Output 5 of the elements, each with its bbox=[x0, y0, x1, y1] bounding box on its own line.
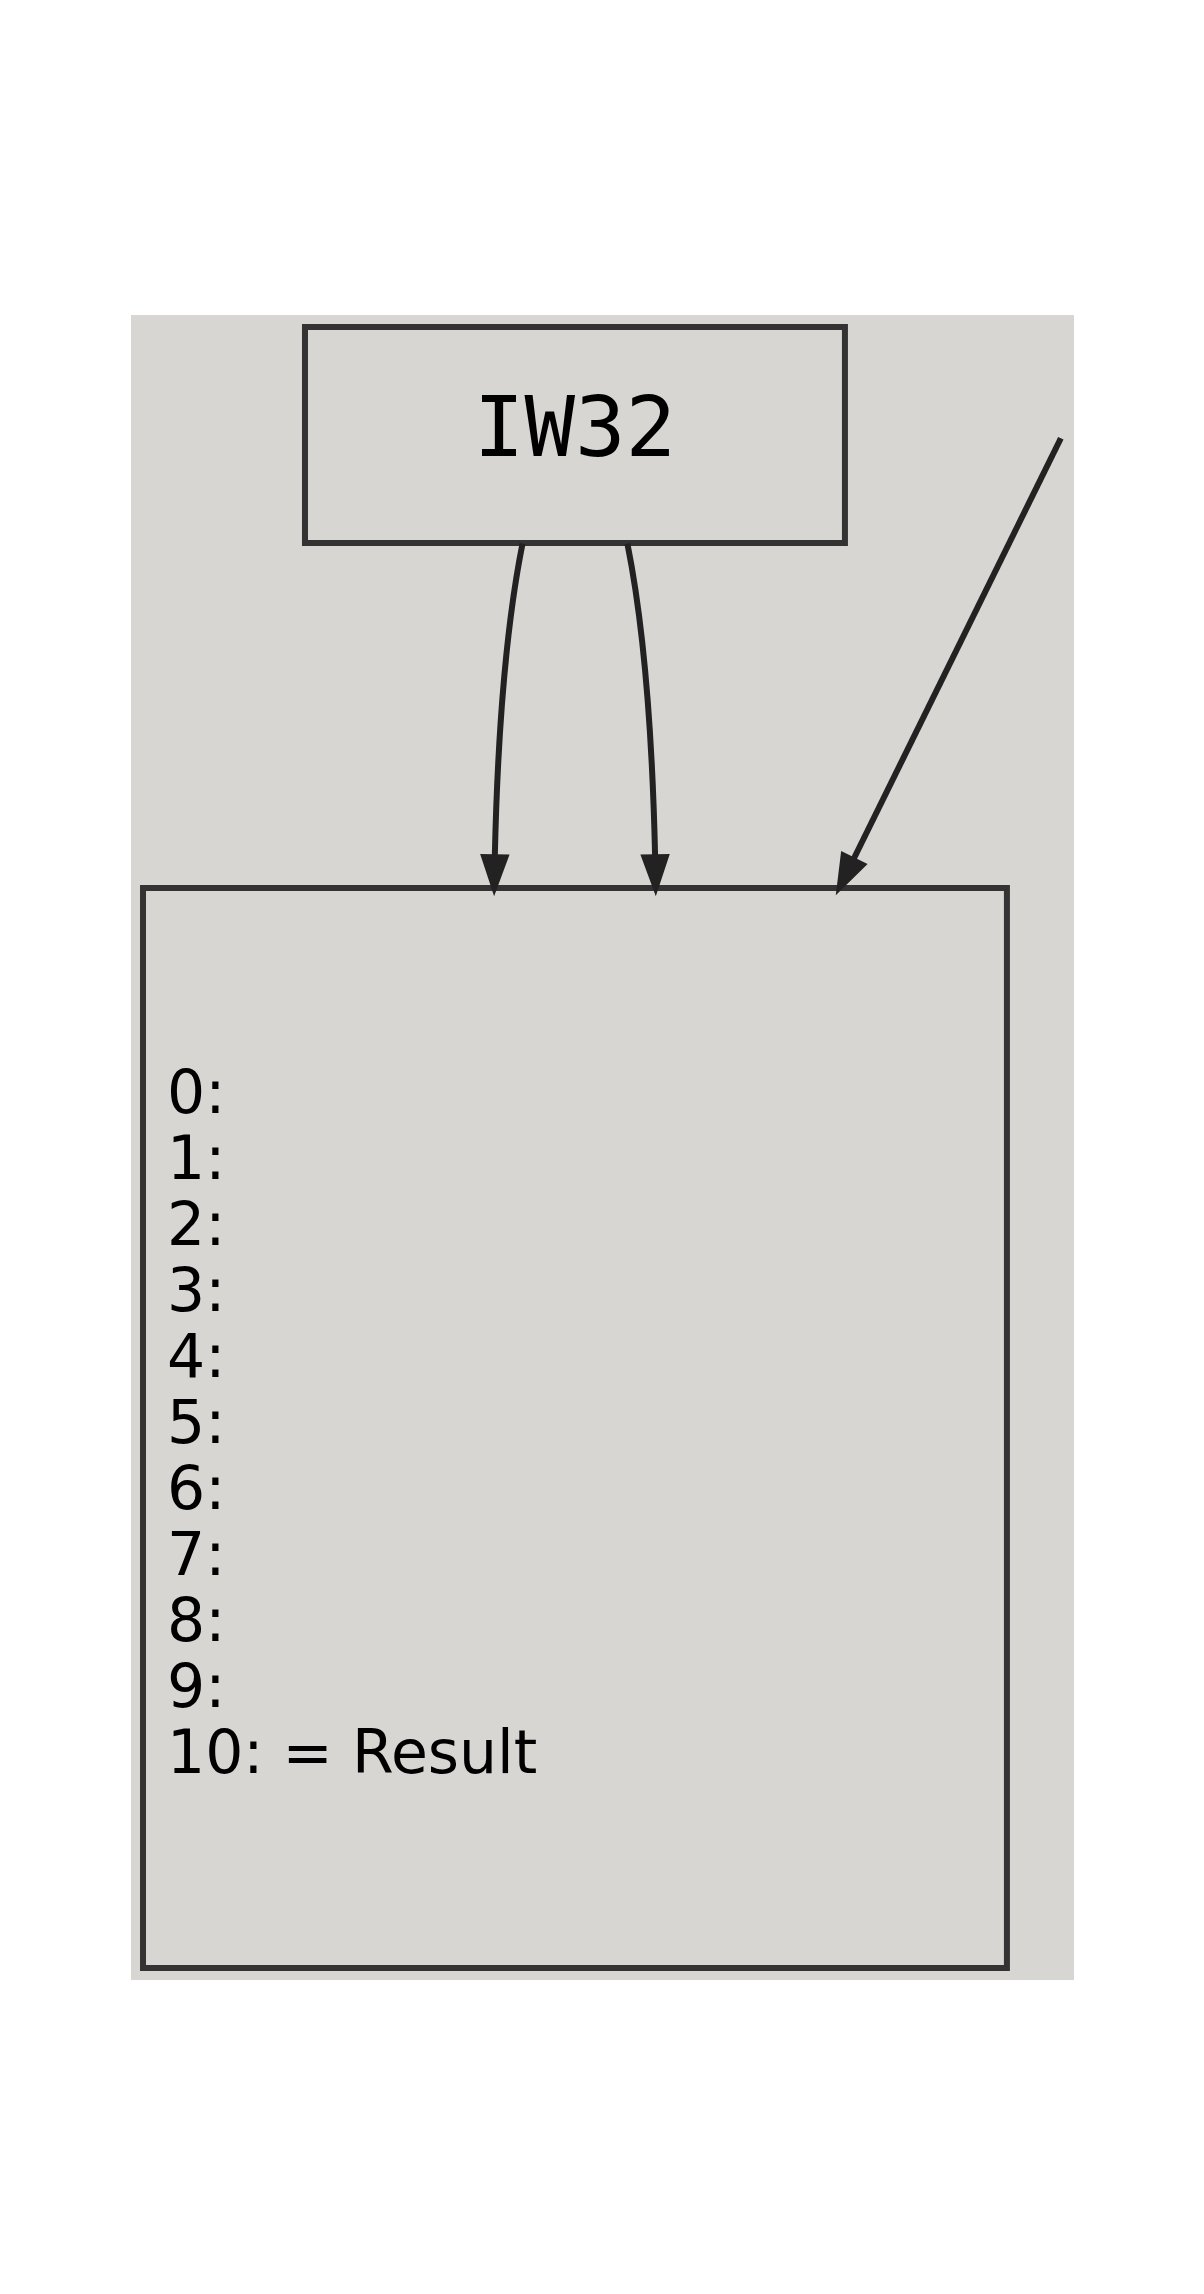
node-box: 0: 1: 2: 3: 4: 5: 6: 7: 8: 9: 10: = Result bbox=[139, 884, 1010, 1971]
arrow bbox=[623, 542, 670, 896]
arrow bbox=[835, 436, 1064, 895]
node-box: IW32 bbox=[301, 323, 848, 546]
arrow bbox=[479, 542, 525, 896]
